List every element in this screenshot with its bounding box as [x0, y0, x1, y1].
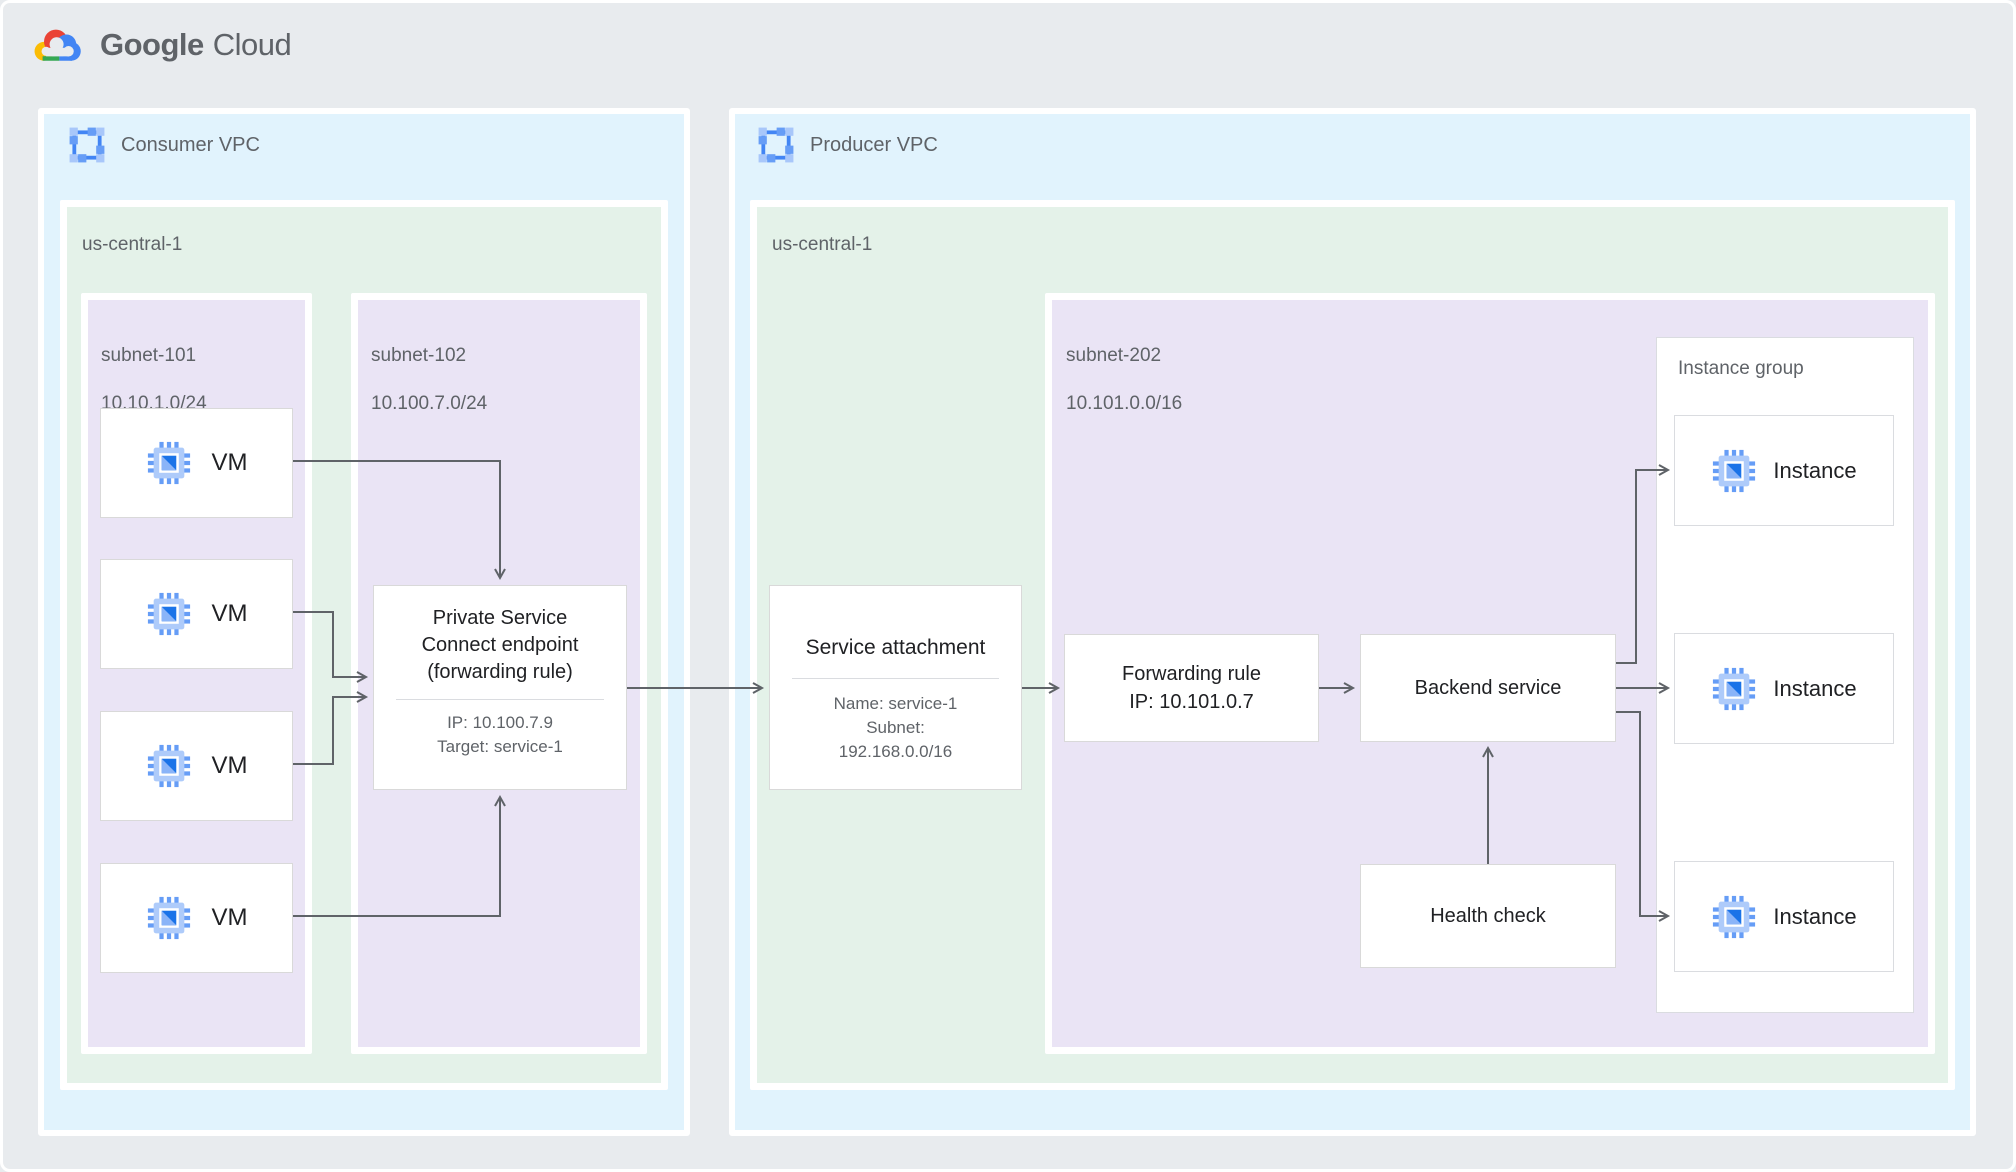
vpc-network-icon [757, 126, 795, 164]
instance-node: Instance [1674, 415, 1894, 526]
compute-engine-icon [146, 440, 192, 486]
psc-endpoint-title: Private Service Connect endpoint (forwar… [421, 607, 579, 683]
compute-engine-icon [1711, 666, 1757, 712]
consumer-region-label: us-central-1 [82, 234, 183, 255]
psc-endpoint-node: Private Service Connect endpoint (forwar… [373, 585, 627, 790]
health-check-node: Health check [1360, 864, 1616, 968]
instance-node: Instance [1674, 861, 1894, 972]
compute-engine-icon [146, 743, 192, 789]
compute-engine-icon [146, 591, 192, 637]
compute-engine-icon [1711, 894, 1757, 940]
vm-list: VM VM [81, 293, 312, 1054]
psc-endpoint-target: Target: service-1 [437, 737, 563, 756]
brand-google: Google [100, 27, 204, 62]
producer-vpc-header: Producer VPC [757, 126, 938, 164]
service-attachment-node: Service attachment Name: service-1 Subne… [769, 585, 1022, 790]
subnet-102-label: subnet-102 10.100.7.0/24 [371, 320, 487, 440]
vm-node: VM [100, 863, 293, 973]
subnet-102-cidr: 10.100.7.0/24 [371, 393, 488, 414]
compute-engine-icon [1711, 448, 1757, 494]
google-cloud-logo-icon [30, 22, 86, 68]
producer-vpc-label: Producer VPC [810, 133, 938, 156]
instance-label: Instance [1773, 675, 1857, 701]
compute-engine-icon [146, 895, 192, 941]
subnet-202-cidr: 10.101.0.0/16 [1066, 393, 1183, 414]
consumer-vpc-header: Consumer VPC [68, 126, 260, 164]
subnet-101-name: subnet-101 [101, 345, 197, 366]
health-check-label: Health check [1430, 904, 1546, 927]
brand-cloud: Cloud [212, 27, 292, 62]
consumer-vpc-label: Consumer VPC [121, 133, 260, 156]
vm-node: VM [100, 711, 293, 821]
service-attachment-title: Service attachment [805, 636, 986, 659]
subnet-102-name: subnet-102 [371, 345, 467, 366]
vm-label: VM [211, 904, 248, 931]
service-attachment-subnet-cidr: 192.168.0.0/16 [838, 742, 953, 761]
forwarding-rule-ip: IP: 10.101.0.7 [1129, 691, 1254, 713]
divider [792, 678, 999, 679]
instance-list: Instance Instance [1656, 337, 1914, 1013]
instance-label: Instance [1773, 457, 1857, 483]
brand-wordmark: Google Cloud [100, 27, 292, 63]
google-cloud-brand: Google Cloud [30, 22, 292, 68]
divider [396, 699, 604, 700]
service-attachment-subnet-label: Subnet: [866, 718, 925, 737]
subnet-202-name: subnet-202 [1066, 345, 1162, 366]
vm-label: VM [211, 449, 248, 476]
vpc-network-icon [68, 126, 106, 164]
subnet-202-label: subnet-202 10.101.0.0/16 [1066, 320, 1182, 440]
backend-service-node: Backend service [1360, 634, 1616, 742]
vm-label: VM [211, 600, 248, 627]
service-attachment-name: Name: service-1 [833, 694, 958, 713]
vm-node: VM [100, 559, 293, 669]
producer-region-label: us-central-1 [772, 234, 873, 255]
instance-label: Instance [1773, 903, 1857, 929]
instance-group-label: Instance group [1678, 358, 1804, 379]
backend-service-label: Backend service [1414, 676, 1562, 699]
forwarding-rule-title: Forwarding rule [1122, 663, 1261, 685]
vm-node: VM [100, 408, 293, 518]
forwarding-rule-node: Forwarding rule IP: 10.101.0.7 [1064, 634, 1319, 742]
psc-endpoint-ip: IP: 10.100.7.9 [447, 713, 553, 732]
vm-label: VM [211, 752, 248, 779]
instance-node: Instance [1674, 633, 1894, 744]
